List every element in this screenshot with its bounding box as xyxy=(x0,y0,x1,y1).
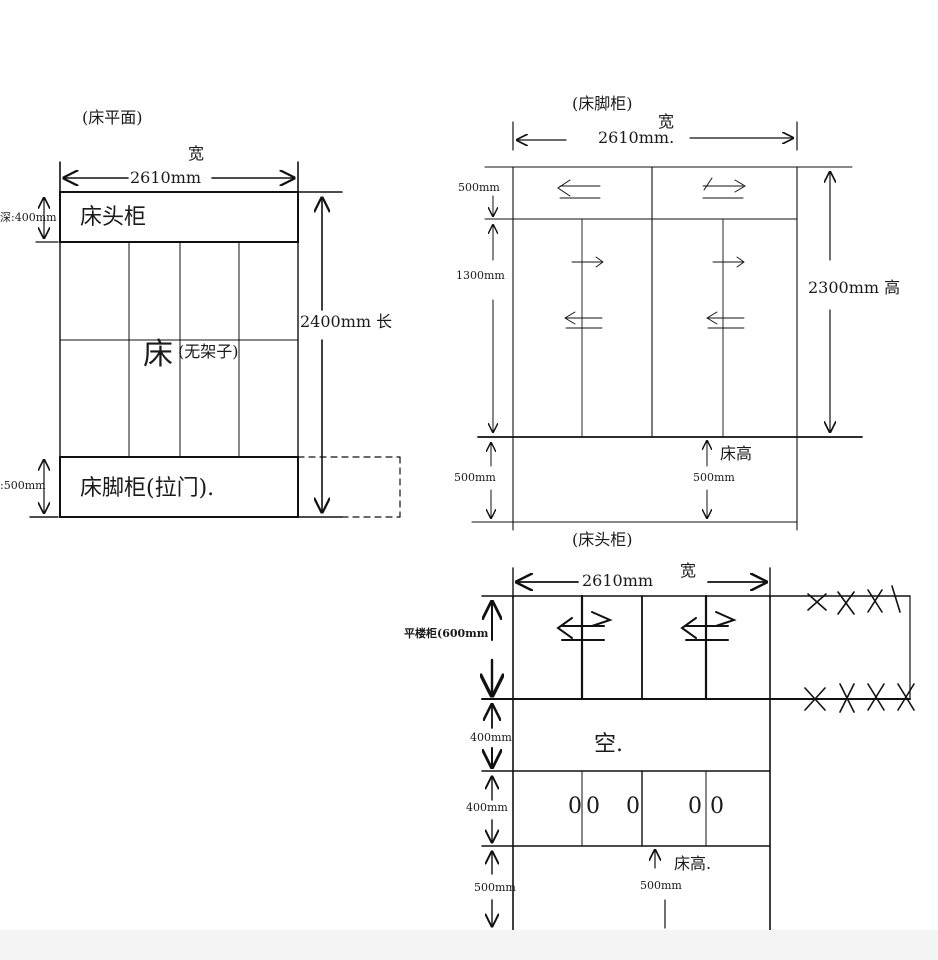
plan-view xyxy=(29,161,401,518)
head-elev-empty-label: 空. xyxy=(594,732,623,757)
foot-elev-bed-h: 500mm xyxy=(454,471,496,484)
head-elev-width-word: 宽 xyxy=(680,561,697,580)
foot-elev-top-h: 500mm xyxy=(458,181,500,194)
foot-cabinet-elevation xyxy=(471,121,863,531)
head-elev-bed-h: 500mm xyxy=(474,881,516,894)
bottom-strip xyxy=(0,930,938,960)
plan-headboard-label: 床头柜 xyxy=(80,205,147,230)
headboard-elevation xyxy=(482,567,915,931)
plan-bed-label: 床 xyxy=(143,337,173,372)
drawer-knob: 0 xyxy=(568,794,582,819)
foot-elev-bed-height-word: 床高 xyxy=(720,444,753,463)
head-elev-title: (床头柜) xyxy=(572,530,633,549)
plan-foot-depth: :500mm xyxy=(0,479,46,492)
plan-width-word: 宽 xyxy=(188,144,205,163)
drawer-knob: 0 xyxy=(626,794,640,819)
head-elev-width-label: 2610mm xyxy=(582,571,654,590)
plan-length-label: 2400mm 长 xyxy=(300,312,393,331)
plan-headboard-depth: 深:400mm xyxy=(0,211,57,224)
foot-elev-width-label: 2610mm. xyxy=(598,128,675,147)
head-elev-top-label: 平楼柜(600mm xyxy=(404,627,489,640)
foot-elev-height: 2300mm 高 xyxy=(808,278,901,297)
plan-foot-label: 床脚柜(拉门). xyxy=(80,476,215,501)
plan-width-label: 2610mm xyxy=(130,168,202,187)
foot-elev-bed-height-value: 500mm xyxy=(693,471,735,484)
head-elev-bed-height-value: 500mm xyxy=(640,879,682,892)
drawer-knob: 0 xyxy=(688,794,702,819)
head-elev-bed-height-word: 床高. xyxy=(674,854,712,873)
foot-elev-mid-h: 1300mm xyxy=(456,269,505,282)
foot-elev-width-word: 宽 xyxy=(658,112,675,131)
drawer-knob: 0 xyxy=(710,794,724,819)
plan-title: (床平面) xyxy=(82,108,143,127)
head-elev-drawer-h: 400mm xyxy=(466,801,508,814)
head-elev-empty-h: 400mm xyxy=(470,731,512,744)
foot-elev-title: (床脚柜) xyxy=(572,94,633,113)
drawer-knob: 0 xyxy=(586,794,600,819)
plan-bed-note: (无架子) xyxy=(178,342,239,361)
